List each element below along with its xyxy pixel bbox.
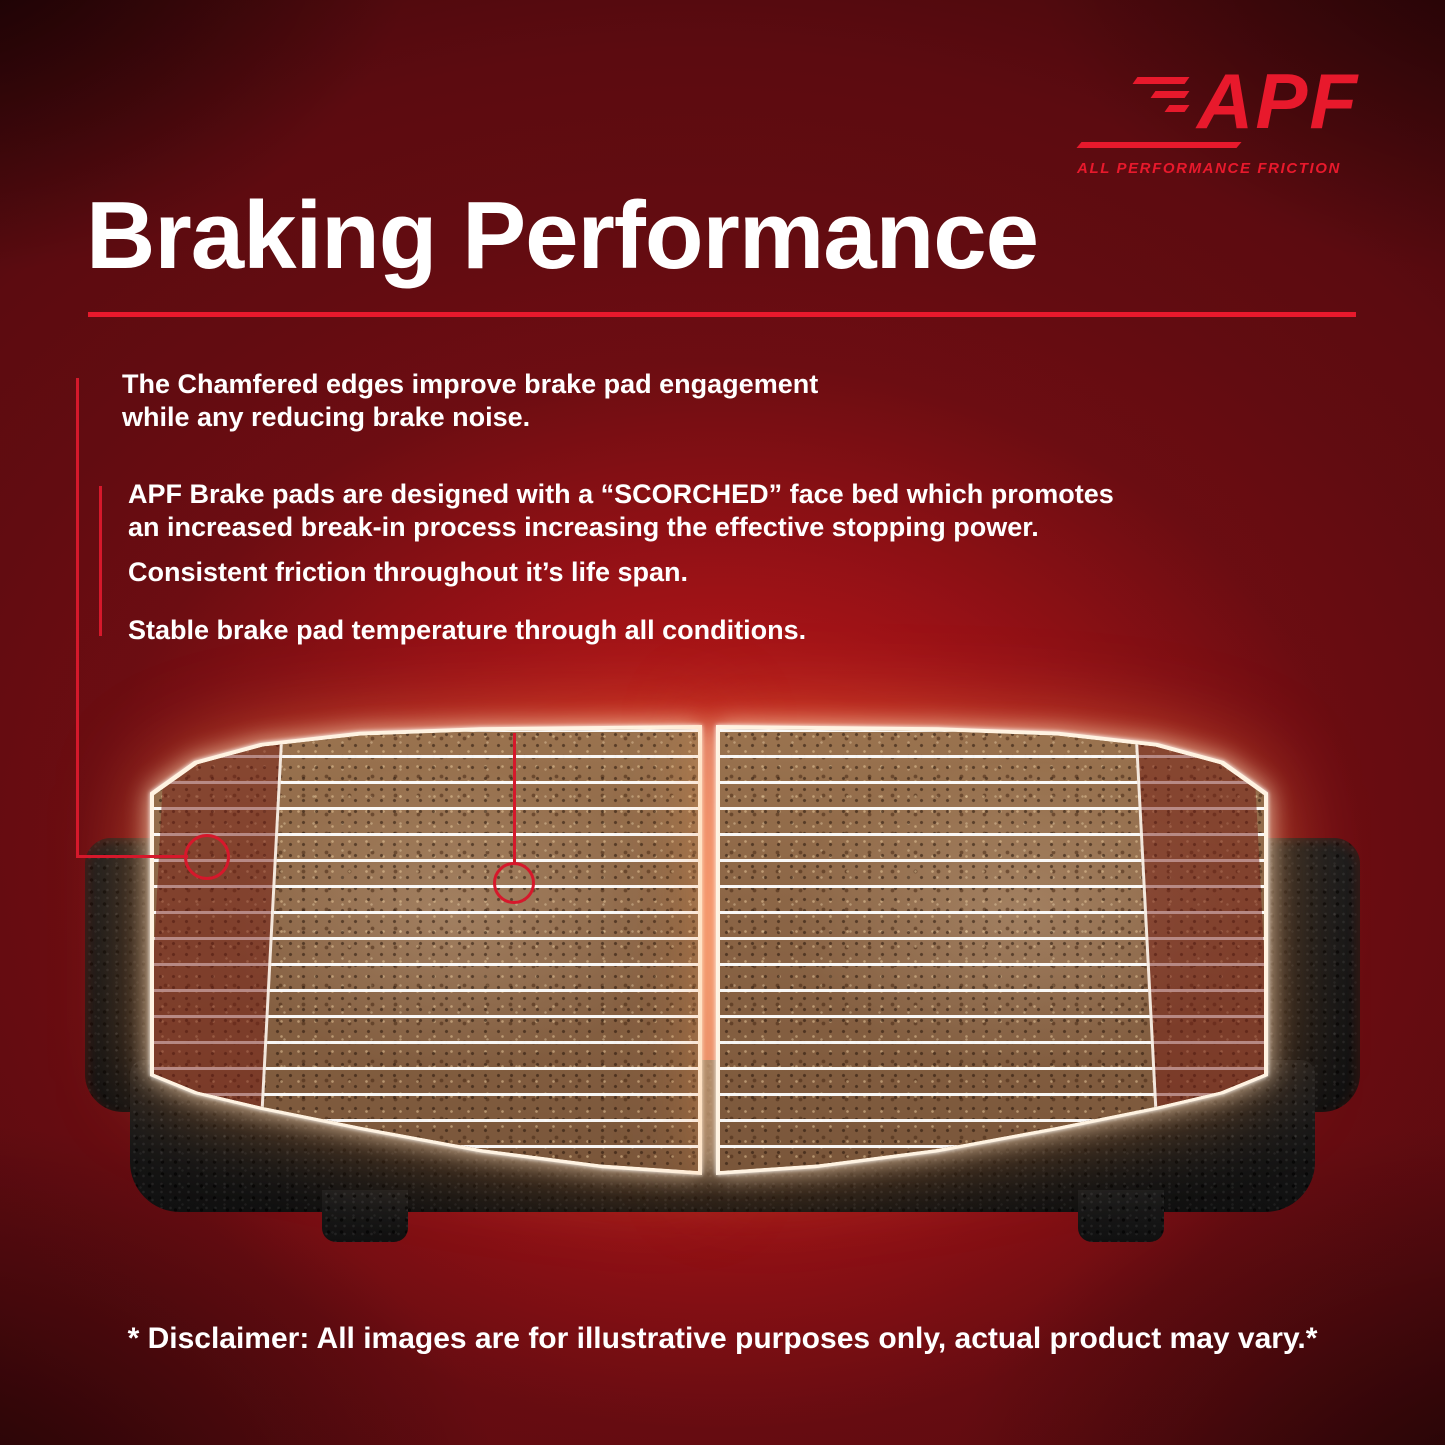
brake-pad-left-friction-surface xyxy=(154,729,698,1171)
bullet-scorched-face: APF Brake pads are designed with a “SCOR… xyxy=(128,479,1114,542)
apf-logo: APF ALL PERFORMANCE FRICTION xyxy=(1059,57,1359,178)
bullet-chamfered-edges: The Chamfered edges improve brake pad en… xyxy=(122,369,819,432)
logo-swoosh xyxy=(1076,142,1242,149)
backing-plate-tab-right xyxy=(1078,1190,1164,1242)
callout-line-chamfer-vertical xyxy=(76,378,79,858)
disclaimer-text: * Disclaimer: All images are for illustr… xyxy=(127,1322,1318,1355)
brake-pad-right-chamfer-zone xyxy=(1133,729,1264,1171)
heading-underline xyxy=(88,312,1356,317)
brake-pad-right-outline xyxy=(716,725,1268,1175)
callout-line-face-vertical xyxy=(513,733,516,865)
callout-circle-face-icon xyxy=(493,862,535,904)
callout-bracket-features xyxy=(99,486,102,636)
logo-tagline: ALL PERFORMANCE FRICTION xyxy=(1077,160,1341,178)
page-title: Braking Performance xyxy=(86,182,1039,289)
callout-line-chamfer-horizontal xyxy=(76,855,188,858)
brake-pad-right-friction-surface xyxy=(720,729,1264,1171)
brake-pad-left xyxy=(150,725,702,1175)
apf-logo-text: APF xyxy=(1197,57,1359,145)
bullet-stable-temperature: Stable brake pad temperature through all… xyxy=(128,615,807,645)
backing-plate-tab-left xyxy=(322,1190,408,1242)
brake-pad-right xyxy=(716,725,1268,1175)
speed-lines-icon xyxy=(1132,76,1190,112)
callout-circle-chamfer-icon xyxy=(184,834,230,880)
bullet-consistent-friction: Consistent friction throughout it’s life… xyxy=(128,557,688,587)
brake-pad-left-chamfer-zone xyxy=(154,729,285,1171)
brake-pad-left-outline xyxy=(150,725,702,1175)
